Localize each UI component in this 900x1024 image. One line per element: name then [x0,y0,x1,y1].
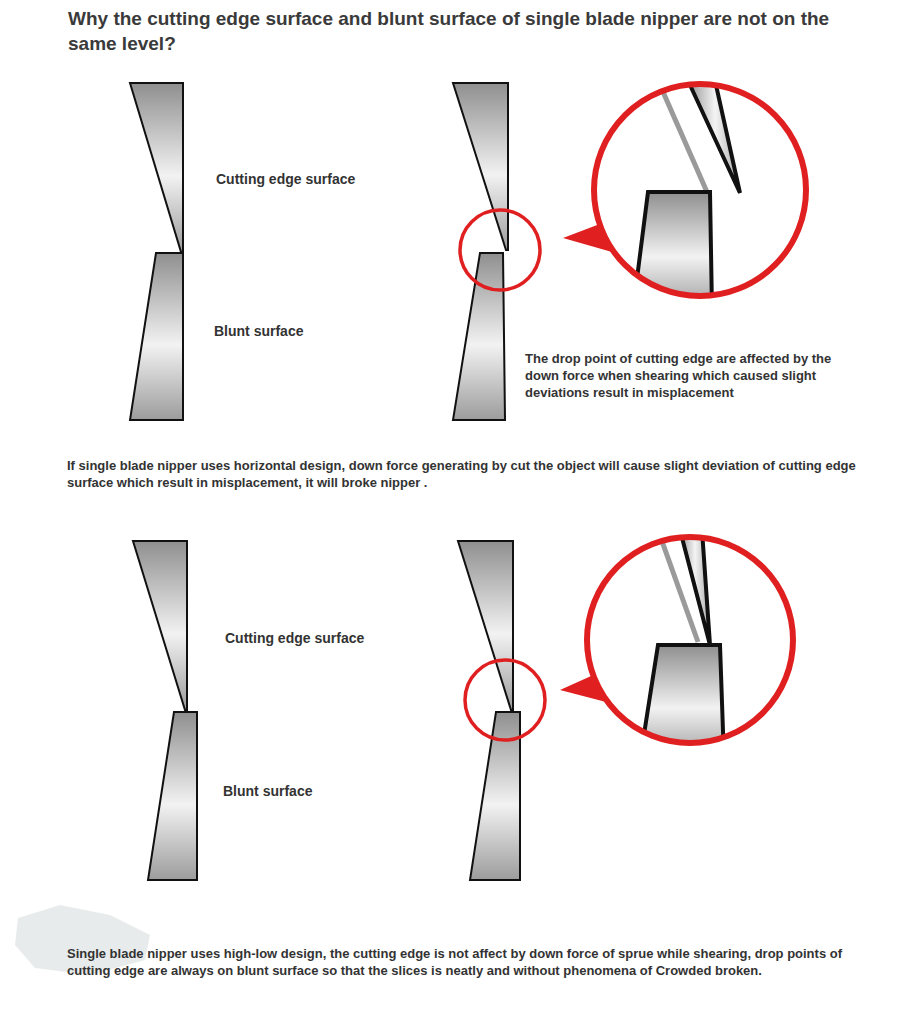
part-label: Blunt surface [223,782,312,800]
zoom-detail [633,85,740,310]
explanation-note: Single blade nipper uses high-low design… [67,945,857,979]
part-label: Cutting edge surface [225,629,364,647]
callout-note: The drop point of cutting edge are affec… [525,350,835,401]
part-label: Blunt surface [214,322,303,340]
explanation-note: If single blade nipper uses horizontal d… [67,457,857,491]
diagram-title: Why the cutting edge surface and blunt s… [68,6,858,56]
zoom-detail [640,530,724,760]
zoom-callouts [460,210,545,740]
part-label: Cutting edge surface [216,170,355,188]
